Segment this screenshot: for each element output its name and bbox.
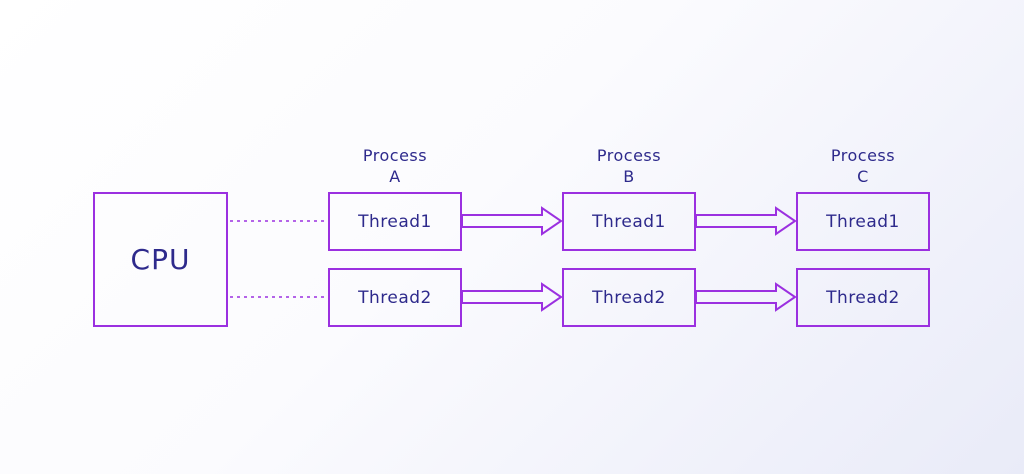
process-c-thread1-box: Thread1 [796,192,930,251]
process-b-thread1-box: Thread1 [562,192,696,251]
process-c-title: Process C [796,145,930,187]
process-a-thread1-box: Thread1 [328,192,462,251]
process-a-thread2-label: Thread2 [358,287,432,308]
arrow-a-b-thread1 [461,206,563,236]
process-b-title-line1: Process [596,146,662,165]
arrow-a-b-thread2 [461,282,563,312]
process-c-thread2-label: Thread2 [826,287,900,308]
arrow-b-c-thread1 [695,206,797,236]
process-b-title: Process B [562,145,696,187]
cpu-box: CPU [93,192,228,327]
process-c-title-line1: Process [830,146,896,165]
process-a-title: Process A [328,145,462,187]
process-c-title-line2: C [857,167,869,186]
arrow-b-c-thread2 [695,282,797,312]
process-a-title-line2: A [389,167,401,186]
process-b-thread2-label: Thread2 [592,287,666,308]
cpu-label: CPU [130,243,191,276]
process-c-thread1-label: Thread1 [826,211,900,232]
process-c-thread2-box: Thread2 [796,268,930,327]
process-b-title-line2: B [623,167,635,186]
process-a-thread2-box: Thread2 [328,268,462,327]
process-a-thread1-label: Thread1 [358,211,432,232]
process-b-thread2-box: Thread2 [562,268,696,327]
process-a-title-line1: Process [362,146,428,165]
process-b-thread1-label: Thread1 [592,211,666,232]
